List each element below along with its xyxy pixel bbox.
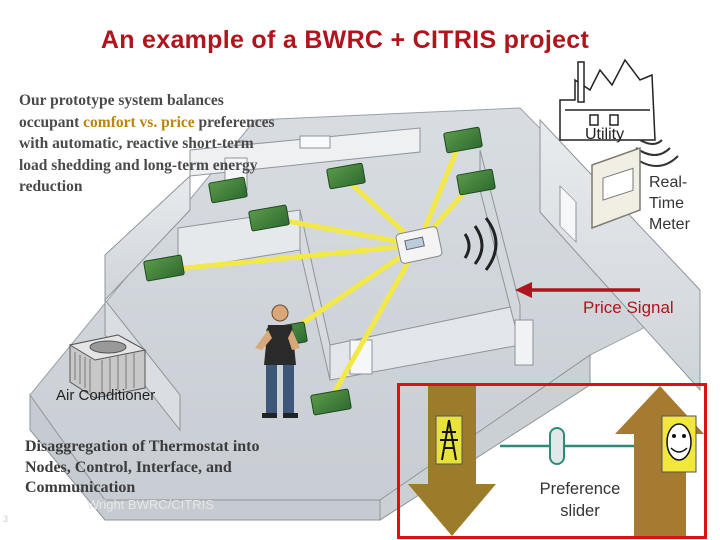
thermostat-icon — [395, 226, 443, 264]
slider-handle — [549, 427, 565, 465]
smiley-face-icon — [661, 415, 697, 473]
price-signal-arrow — [515, 282, 640, 298]
description-text: Our prototype system balances occupant c… — [19, 90, 279, 198]
disaggregation-text: Disaggregation of Thermostat into Nodes,… — [25, 438, 260, 496]
preference-panel-graphics — [408, 386, 704, 536]
slide-title: An example of a BWRC + CITRIS project — [100, 26, 590, 54]
window — [299, 135, 331, 149]
preference-panel — [397, 383, 707, 539]
utility-label: Utility — [585, 126, 625, 143]
description-highlight: comfort vs. price — [83, 113, 195, 131]
air-conditioner-label: Air Conditioner — [56, 387, 156, 404]
person-icon — [255, 304, 300, 418]
door — [349, 339, 373, 375]
price-signal-label: Price Signal — [583, 298, 674, 317]
footer-text: Wright BWRC/CITRIS — [87, 497, 214, 512]
description-part: preferences with automatic, reactive sho… — [19, 113, 275, 196]
meter-label: Real-Time Meter — [649, 174, 690, 233]
slide-number: 3 — [3, 514, 9, 524]
signal-waves-icon — [463, 217, 498, 271]
transmission-tower-icon — [435, 415, 463, 465]
door — [559, 184, 577, 243]
left-wall — [104, 174, 191, 302]
utility-plant-icon — [559, 58, 656, 141]
right-wall — [539, 118, 701, 392]
preference-slider-label: Preference slider — [539, 480, 621, 520]
description-part: Our prototype system balances occupant — [19, 92, 224, 131]
meter-icon — [591, 146, 641, 230]
air-conditioner-icon — [68, 334, 147, 399]
door — [514, 319, 534, 366]
